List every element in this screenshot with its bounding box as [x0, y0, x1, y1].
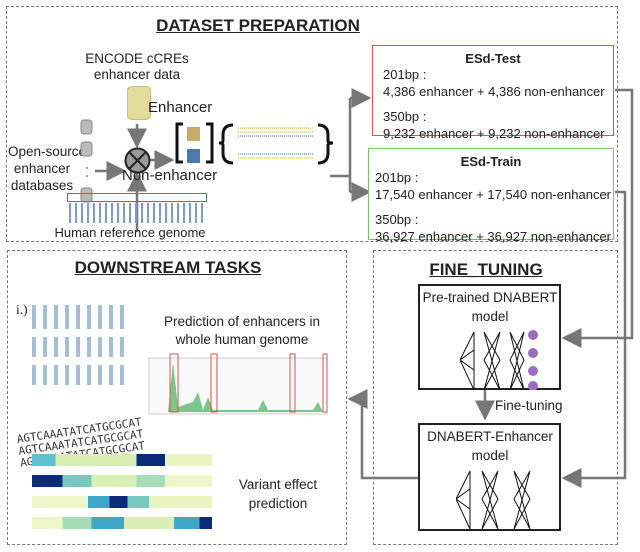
fine-tuning-panel: [373, 250, 618, 545]
esd-train-counts2: 36,927 enhancer + 36,927 non-enhancer: [375, 229, 611, 244]
downstream-title: DOWNSTREAM TASKS: [74, 258, 262, 277]
esd-train-title: ESd-Train: [460, 154, 522, 169]
genome-bar: [67, 193, 207, 202]
fine-tuning-title: FINE_TUNING: [429, 260, 543, 279]
fine-tuning-arrow-label: Fine-tuning: [495, 398, 563, 413]
enhancer-model-line1: DNABERT-Enhancer: [427, 429, 553, 444]
encode-label-line2: enhancer data: [93, 67, 181, 82]
task1-line2: whole human genome: [175, 332, 309, 347]
downstream-tasks-panel: [7, 250, 347, 545]
merge-operator-icon: [124, 147, 151, 174]
esd-test-box: ESd-Test 201bp : 4,386 enhancer + 4,386 …: [372, 45, 614, 141]
esd-train-counts1: 17,540 enhancer + 17,540 non-enhancer: [375, 187, 611, 202]
chromosome-ideogram: [32, 305, 127, 385]
esd-train-box: ESd-Train 201bp : 17,540 enhancer + 17,5…: [368, 148, 614, 244]
enhancer-model-line2: model: [471, 448, 509, 463]
esd-train-len1: 201bp :: [375, 170, 419, 185]
task2-line2: prediction: [248, 496, 308, 511]
non-enhancer-label: Non-enhancer: [122, 167, 218, 184]
neural-network-icon: [460, 330, 538, 390]
esd-test-counts2: 9,232 enhancer + 9,232 non-enhancer: [383, 126, 605, 141]
esd-test-counts1: 4,386 enhancer + 4,386 non-enhancer: [383, 84, 605, 99]
neural-network-icon: [456, 470, 531, 530]
dataset-preparation-panel: [6, 6, 618, 242]
dataset-preparation-title: DATASET PREPARATION: [156, 16, 360, 35]
pretrained-line2: model: [471, 309, 509, 324]
variant-heatmaps: [32, 452, 212, 540]
database-cylinder-icon: [127, 86, 151, 120]
esd-test-len2: 350bp :: [383, 109, 427, 124]
task-marker: i.): [16, 302, 28, 317]
genome-label: Human reference genome: [54, 225, 206, 240]
esd-test-title: ESd-Test: [465, 51, 521, 66]
task2-line1: Variant effect: [238, 477, 318, 492]
chromosome-icons: [69, 203, 203, 223]
open-source-line2: enhancer: [13, 161, 71, 176]
open-source-line1: Open-source: [8, 144, 87, 159]
non-enhancer-file-icon: [187, 149, 200, 163]
dnabert-enhancer-box: DNABERT-Enhancer model: [418, 423, 561, 531]
encode-label-line1: ENCODE cCREs: [85, 51, 189, 66]
pretrained-model-box: Pre-trained DNABERT model: [418, 284, 561, 390]
esd-train-len2: 350bp :: [375, 212, 419, 227]
open-source-line3: databases: [10, 178, 74, 193]
sequence-brackets: [175, 122, 334, 165]
enhancer-label: Enhancer: [148, 99, 213, 116]
esd-test-len1: 201bp :: [383, 67, 427, 82]
enhancer-file-icon: [187, 127, 200, 141]
genome-prediction-plot: [148, 353, 328, 415]
database-stack-icon: [80, 119, 93, 203]
task1-line1: Prediction of enhancers in: [163, 314, 321, 329]
pretrained-line1: Pre-trained DNABERT: [422, 290, 558, 305]
